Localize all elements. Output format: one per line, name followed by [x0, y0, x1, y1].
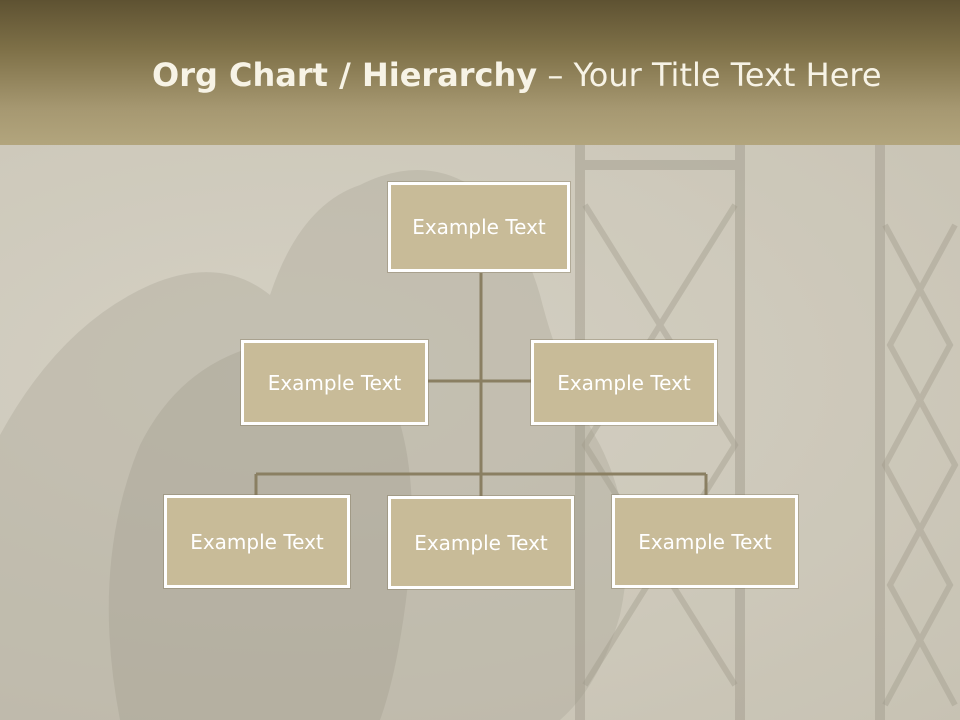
org-node-label: Example Text — [412, 215, 546, 239]
org-node-label: Example Text — [190, 529, 324, 554]
org-node-level2-right[interactable]: Example Text — [531, 340, 717, 425]
title-bar: Org Chart / Hierarchy – Your Title Text … — [0, 0, 960, 145]
slide-title: Org Chart / Hierarchy – Your Title Text … — [152, 52, 882, 98]
org-node-level3-left[interactable]: Example Text — [164, 495, 350, 588]
title-rest: Your Title Text Here — [573, 56, 882, 94]
org-node-label: Example Text — [414, 530, 548, 555]
title-bold: Org Chart / Hierarchy — [152, 56, 538, 94]
org-node-label: Example Text — [267, 370, 402, 395]
org-node-label: Example Text — [557, 370, 691, 395]
title-dash: – — [537, 56, 574, 94]
org-node-label: Example Text — [638, 529, 772, 554]
org-node-level2-left[interactable]: Example Text — [241, 340, 428, 425]
org-node-level3-center[interactable]: Example Text — [388, 496, 574, 589]
org-node-level3-right[interactable]: Example Text — [612, 495, 798, 588]
org-node-top[interactable]: Example Text — [388, 182, 570, 272]
